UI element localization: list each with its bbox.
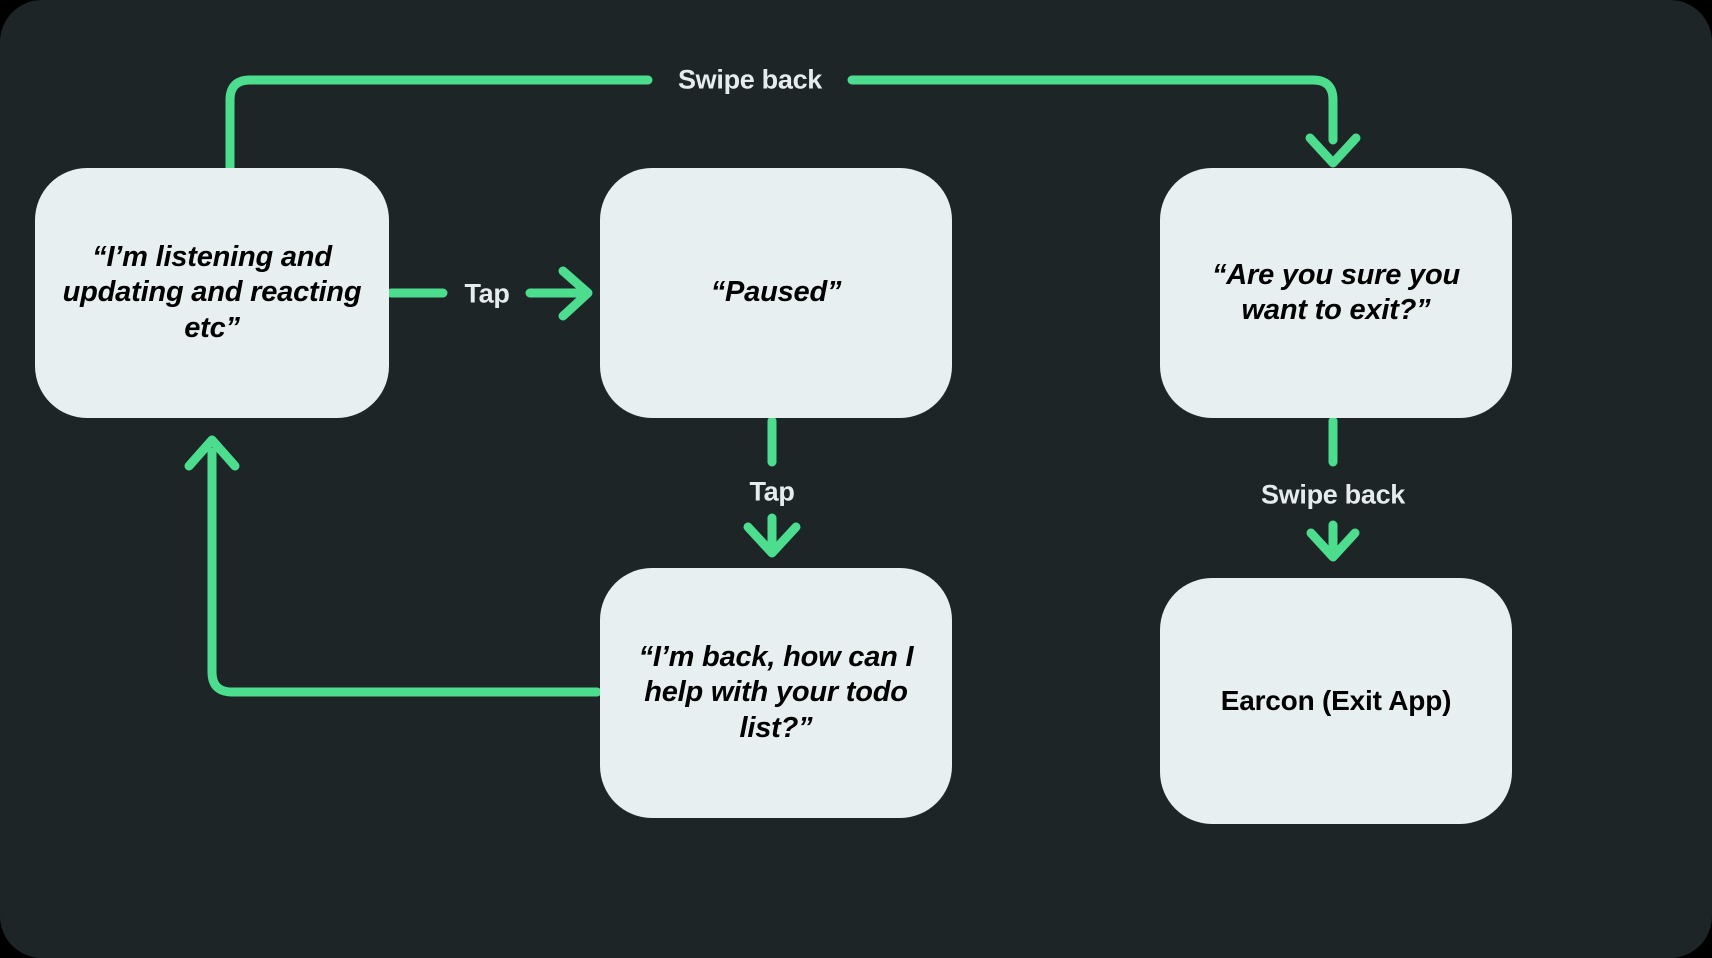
node-back[interactable]: “I’m back, how can I help with your todo… (600, 568, 952, 818)
node-earcon-label: Earcon (Exit App) (1220, 684, 1452, 716)
node-exit-confirm[interactable]: “Are you sure you want to exit?” (1160, 168, 1512, 418)
edge-paused-to-back-arrowhead (743, 522, 801, 558)
edge-back-to-listening-path (207, 447, 602, 697)
node-listening-label: “I’m listening and updating and reacting… (62, 240, 362, 344)
edge-label-swipe-back-right: Swipe back (1248, 479, 1418, 511)
edge-label-tap-horizontal: Tap (452, 278, 522, 310)
edge-listening-to-exit-segment-right (847, 75, 1338, 145)
node-exit-confirm-label: “Are you sure you want to exit?” (1212, 258, 1460, 326)
node-listening[interactable]: “I’m listening and updating and reacting… (35, 168, 389, 418)
edge-exit-to-earcon-arrowhead (1306, 528, 1360, 562)
edge-back-to-listening-arrowhead (184, 435, 240, 471)
edge-listening-to-exit-segment-left (225, 75, 653, 173)
node-paused[interactable]: “Paused” (600, 168, 952, 418)
node-paused-label: “Paused” (710, 276, 842, 309)
edge-listening-to-paused-arrowhead (558, 266, 593, 321)
node-earcon[interactable]: Earcon (Exit App) (1160, 578, 1512, 824)
edge-listening-to-exit-arrowhead (1305, 133, 1361, 168)
edge-label-tap-vertical: Tap (737, 476, 807, 508)
node-back-label: “I’m back, how can I help with your todo… (638, 640, 914, 744)
edge-label-swipe-back-top: Swipe back (665, 64, 835, 96)
